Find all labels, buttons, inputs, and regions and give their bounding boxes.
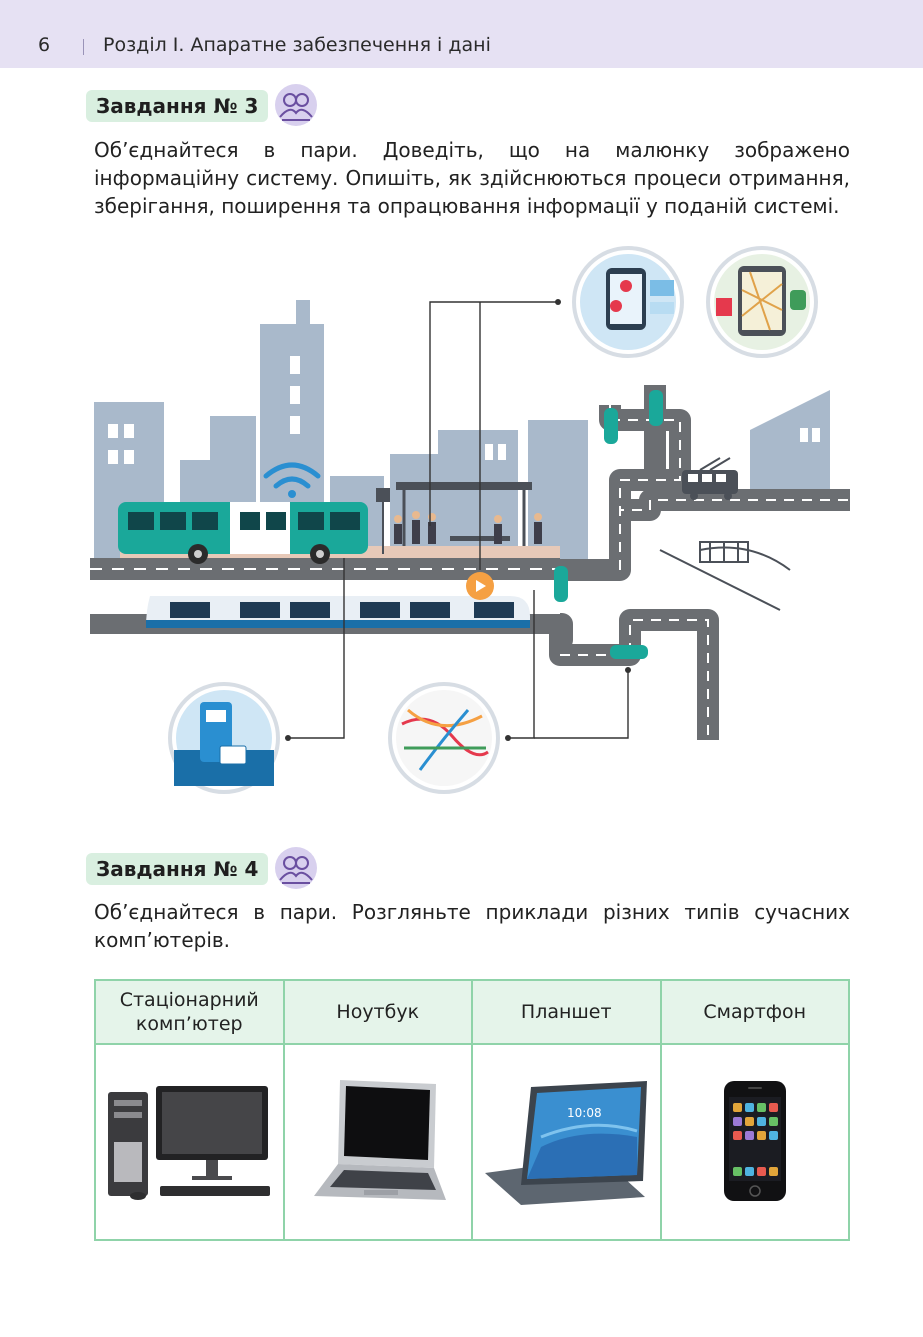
phone-app-circle [572, 246, 684, 358]
tablet-icon: 10:08 [485, 1081, 648, 1205]
pair-work-icon [275, 84, 317, 126]
svg-text:10:08: 10:08 [567, 1106, 602, 1120]
tram-train [146, 596, 530, 628]
map-watch-circle [706, 246, 818, 358]
task4-text: Об’єднайтеся в пари. Розгляньте приклади… [94, 900, 850, 952]
desktop-computer-icon [108, 1086, 271, 1200]
header-smartphone: Смартфон [659, 979, 850, 1045]
connector-lines [288, 301, 629, 739]
city-bus [118, 502, 368, 564]
tablet-cell: 10:08 [471, 1043, 662, 1241]
bridge [659, 541, 791, 611]
page-number: 6 [38, 34, 51, 56]
table-row: 10:08 [94, 1043, 850, 1241]
computer-types-table: Стаціонарний комп’ютер Ноутбук Планшет С… [94, 979, 850, 1241]
desktop-cell [94, 1043, 285, 1241]
page-header: 6 Розділ І. Апаратне забезпечення і дані [0, 0, 923, 68]
chapter-title: Розділ І. Апаратне забезпечення і дані [103, 34, 491, 56]
card-payment-circle [168, 682, 280, 794]
header-divider [83, 39, 84, 55]
pair-work-icon [275, 847, 317, 889]
smartphone-icon [723, 1081, 786, 1201]
header-desktop: Стаціонарний комп’ютер [94, 979, 285, 1045]
city-transport-illustration [90, 246, 850, 794]
header-laptop: Ноутбук [282, 979, 473, 1045]
header-tablet: Планшет [471, 979, 662, 1045]
trolleybus [682, 457, 738, 500]
smartphone-cell [659, 1043, 850, 1241]
task3-text: Об’єднайтеся в пари. Доведіть, що на мал… [94, 138, 850, 218]
laptop-cell [282, 1043, 473, 1241]
wifi-icon [263, 462, 321, 489]
metro-map-circle [388, 682, 500, 794]
passengers [394, 511, 542, 544]
laptop-icon [313, 1080, 446, 1200]
table-header-row: Стаціонарний комп’ютер Ноутбук Планшет С… [94, 979, 850, 1045]
task4-badge: Завдання № 4 [86, 853, 269, 885]
task3-badge: Завдання № 3 [86, 90, 269, 122]
road-cars [554, 390, 663, 659]
